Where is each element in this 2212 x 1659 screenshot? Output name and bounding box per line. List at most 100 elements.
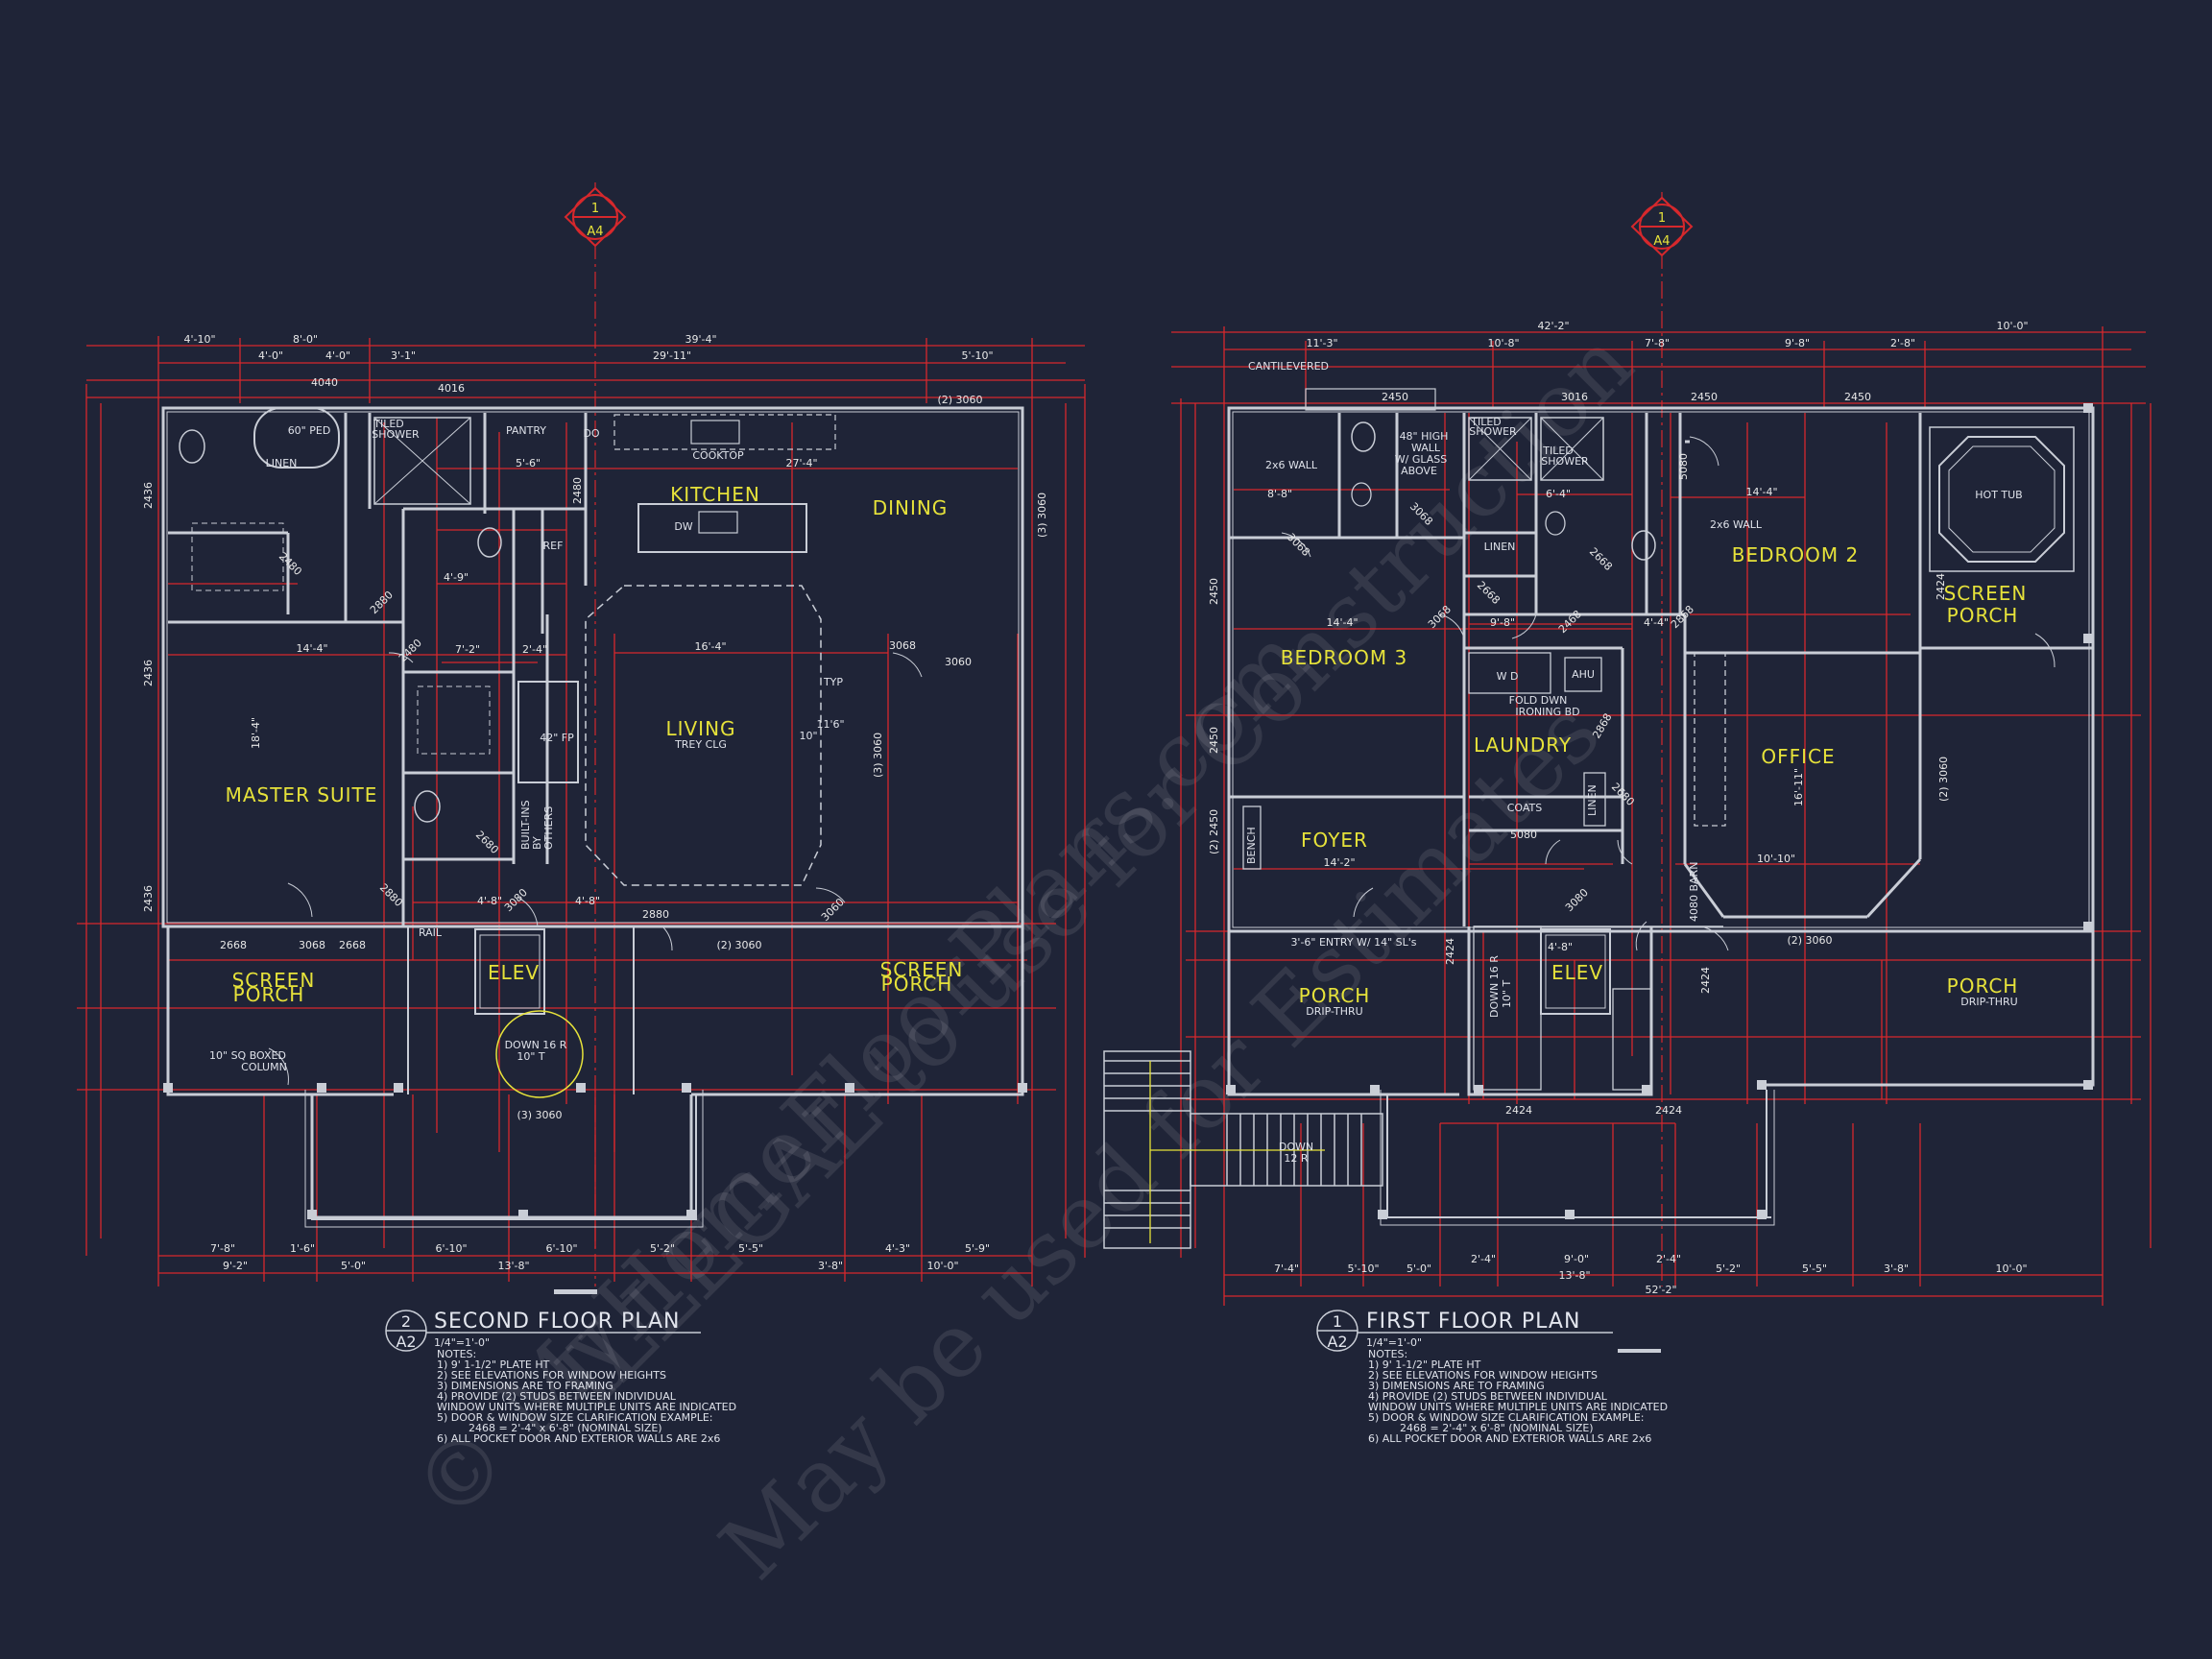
label-built-ins-2: BY (531, 836, 543, 850)
second-floor-note-1: 1) 9' 1-1/2" PLATE HT (437, 1358, 550, 1371)
first-floor-note-4: 4) PROVIDE (2) STUDS BETWEEN INDIVIDUAL (1368, 1390, 1608, 1403)
first-floor-view-id: 1 (1333, 1312, 1342, 1331)
room-screen-porch-1: SCREEN (1944, 582, 2028, 605)
dim-bottom-1: 7'-8" (210, 1242, 235, 1255)
second-floor-note-8: 6) ALL POCKET DOOR AND EXTERIOR WALLS AR… (437, 1432, 720, 1445)
label-high-wall-2: WALL (1411, 442, 1441, 454)
room-living: LIVING (665, 717, 735, 740)
label-tiled-shower-a-2: SHOWER (1469, 425, 1517, 438)
label-built-ins-1: BUILT-INS (519, 800, 532, 850)
size-2668-b: 2668 (339, 939, 366, 951)
size-5080-b: 5080 (1510, 829, 1537, 841)
dim-bottom-first-12: 52'-2" (1645, 1284, 1676, 1296)
first-floor-scale: 1/4"=1'-0" (1366, 1336, 1422, 1349)
label-tiled-shower-a-1: TILED (1470, 416, 1502, 428)
first-floor-note-8: 6) ALL POCKET DOOR AND EXTERIOR WALLS AR… (1368, 1432, 1651, 1445)
second-floor-note-0: NOTES: (437, 1348, 476, 1360)
size-bottom-3060: (3) 3060 (517, 1109, 562, 1121)
size-3068-a: 3068 (1285, 531, 1312, 559)
second-floor-note-5: WINDOW UNITS WHERE MULTIPLE UNITS ARE IN… (437, 1401, 736, 1413)
label-hot-tub: HOT TUB (1975, 489, 2022, 501)
size-4016: 4016 (438, 382, 465, 395)
dim-top-first-2: 10'-0" (1996, 320, 2028, 332)
room-screen-porch-2: PORCH (1947, 604, 2019, 627)
label-coats: COATS (1507, 802, 1543, 814)
size-3068: 3068 (889, 639, 916, 652)
label-bench: BENCH (1245, 827, 1258, 864)
label-high-wall-1: 48" HIGH (1400, 430, 1449, 443)
dim-bottom-first-4: 2'-4" (1471, 1253, 1496, 1265)
dim-bottom-first-1: 7'-4" (1274, 1262, 1299, 1275)
size-2680: 2680 (473, 829, 501, 856)
room-porch-right: PORCH (1947, 974, 2019, 998)
label-high-wall-3: W/ GLASS (1395, 453, 1447, 466)
first-floor-note-7: 2468 = 2'-4" x 6'-8" (NOMINAL SIZE) (1400, 1422, 1594, 1434)
size-2450-d: 2450 (1208, 578, 1220, 605)
label-linen: LINEN (266, 457, 298, 469)
dim-top-first-5: 7'-8" (1645, 337, 1670, 349)
size-3060-door: 3060 (945, 656, 972, 668)
size-2450-e: 2450 (1208, 727, 1220, 754)
dim-int-first-2: 14'-2" (1323, 856, 1355, 869)
room-screen-porch-right-1: SCREEN (880, 958, 964, 981)
dim-top-first-3: 11'-3" (1306, 337, 1337, 349)
dim-bottom-13: 10'-0" (926, 1260, 958, 1272)
label-cantilevered: CANTILEVERED (1248, 360, 1329, 373)
dim-bottom-first-5: 9'-0" (1564, 1253, 1589, 1265)
dim-int-first-8: 6'-4" (1546, 488, 1571, 500)
room-screen-porch-left-2: PORCH (233, 983, 305, 1006)
label-pantry: PANTRY (506, 424, 546, 437)
room-porch-left: PORCH (1299, 984, 1371, 1007)
first-floor-note-3: 3) DIMENSIONS ARE TO FRAMING (1368, 1380, 1545, 1392)
dim-bottom-10: 5'-0" (341, 1260, 366, 1272)
dim-bottom-8: 5'-9" (965, 1242, 990, 1255)
first-floor-dimension-lines (1171, 326, 2152, 1306)
size-3060-right: (2) 3060 (1937, 757, 1950, 802)
label-pedestal-tub: 60" PED (288, 424, 331, 437)
label-tiled-shower-b-1: TILED (1542, 445, 1574, 457)
size-2668-a: 2668 (1475, 579, 1503, 607)
dim-bottom-first-8: 5'-5" (1802, 1262, 1827, 1275)
first-floor-title: FIRST FLOOR PLAN (1366, 1310, 1580, 1334)
size-4040: 4040 (311, 376, 338, 389)
room-screen-porch-right-2: PORCH (881, 973, 953, 996)
dim-int-5: 2'-4" (522, 643, 547, 656)
dim-int-6: 7'-2" (455, 643, 480, 656)
label-fireplace: 42" FP (540, 732, 574, 744)
dim-bottom-6: 5'-5" (738, 1242, 763, 1255)
dim-bottom-first-9: 3'-8" (1884, 1262, 1909, 1275)
size-living-3060: (3) 3060 (872, 733, 884, 778)
size-2668-a: 2668 (220, 939, 247, 951)
dim-top-8: 5'-10" (961, 349, 993, 362)
dim-int-first-6: 14'-4" (1745, 486, 1777, 498)
label-eleven-six: 11'6" (816, 718, 844, 731)
room-dining: DINING (873, 496, 949, 519)
room-elevator: ELEV (488, 961, 540, 984)
dim-int-first-3: 16'-11" (1792, 768, 1805, 806)
label-built-ins-3: OTHERS (542, 806, 555, 850)
second-floor-walls (161, 406, 1024, 1219)
size-2436-a: 2436 (142, 482, 155, 509)
size-2436-b: 2436 (142, 660, 155, 686)
label-typ: TYP (823, 676, 843, 688)
dim-int-10: 4'-9" (444, 571, 469, 584)
dim-top-6: 3'-1" (391, 349, 416, 362)
size-top-3060: (2) 3060 (937, 394, 982, 406)
size-2668-b: 2668 (1587, 545, 1615, 573)
label-2x6-wall-b: 2x6 WALL (1710, 518, 1763, 531)
first-floor-walls (1227, 406, 2095, 1096)
first-floor-title-block: 1 A2 FIRST FLOOR PLAN 1/4"=1'-0" NOTES: … (1316, 1310, 1668, 1445)
room-porch-left-sub: DRIP-THRU (1306, 1005, 1362, 1018)
size-3080: 3080 (502, 886, 530, 914)
label-exterior-stair-risers: 12 R (1284, 1152, 1308, 1165)
size-2450-c: 2450 (1844, 391, 1871, 403)
size-3080: 3080 (1563, 886, 1591, 914)
first-floor-note-6: 5) DOOR & WINDOW SIZE CLARIFICATION EXAM… (1368, 1411, 1645, 1424)
label-high-wall-4: ABOVE (1401, 465, 1437, 477)
size-2424-a: 2424 (1444, 938, 1456, 965)
label-refrigerator: REF (543, 540, 564, 552)
second-floor-note-4: 4) PROVIDE (2) STUDS BETWEEN INDIVIDUAL (437, 1390, 677, 1403)
second-floor-note-7: 2468 = 2'-4" x 6'-8" (NOMINAL SIZE) (469, 1422, 662, 1434)
dim-bottom-first-11: 13'-8" (1558, 1269, 1590, 1282)
second-floor-note-3: 3) DIMENSIONS ARE TO FRAMING (437, 1380, 613, 1392)
